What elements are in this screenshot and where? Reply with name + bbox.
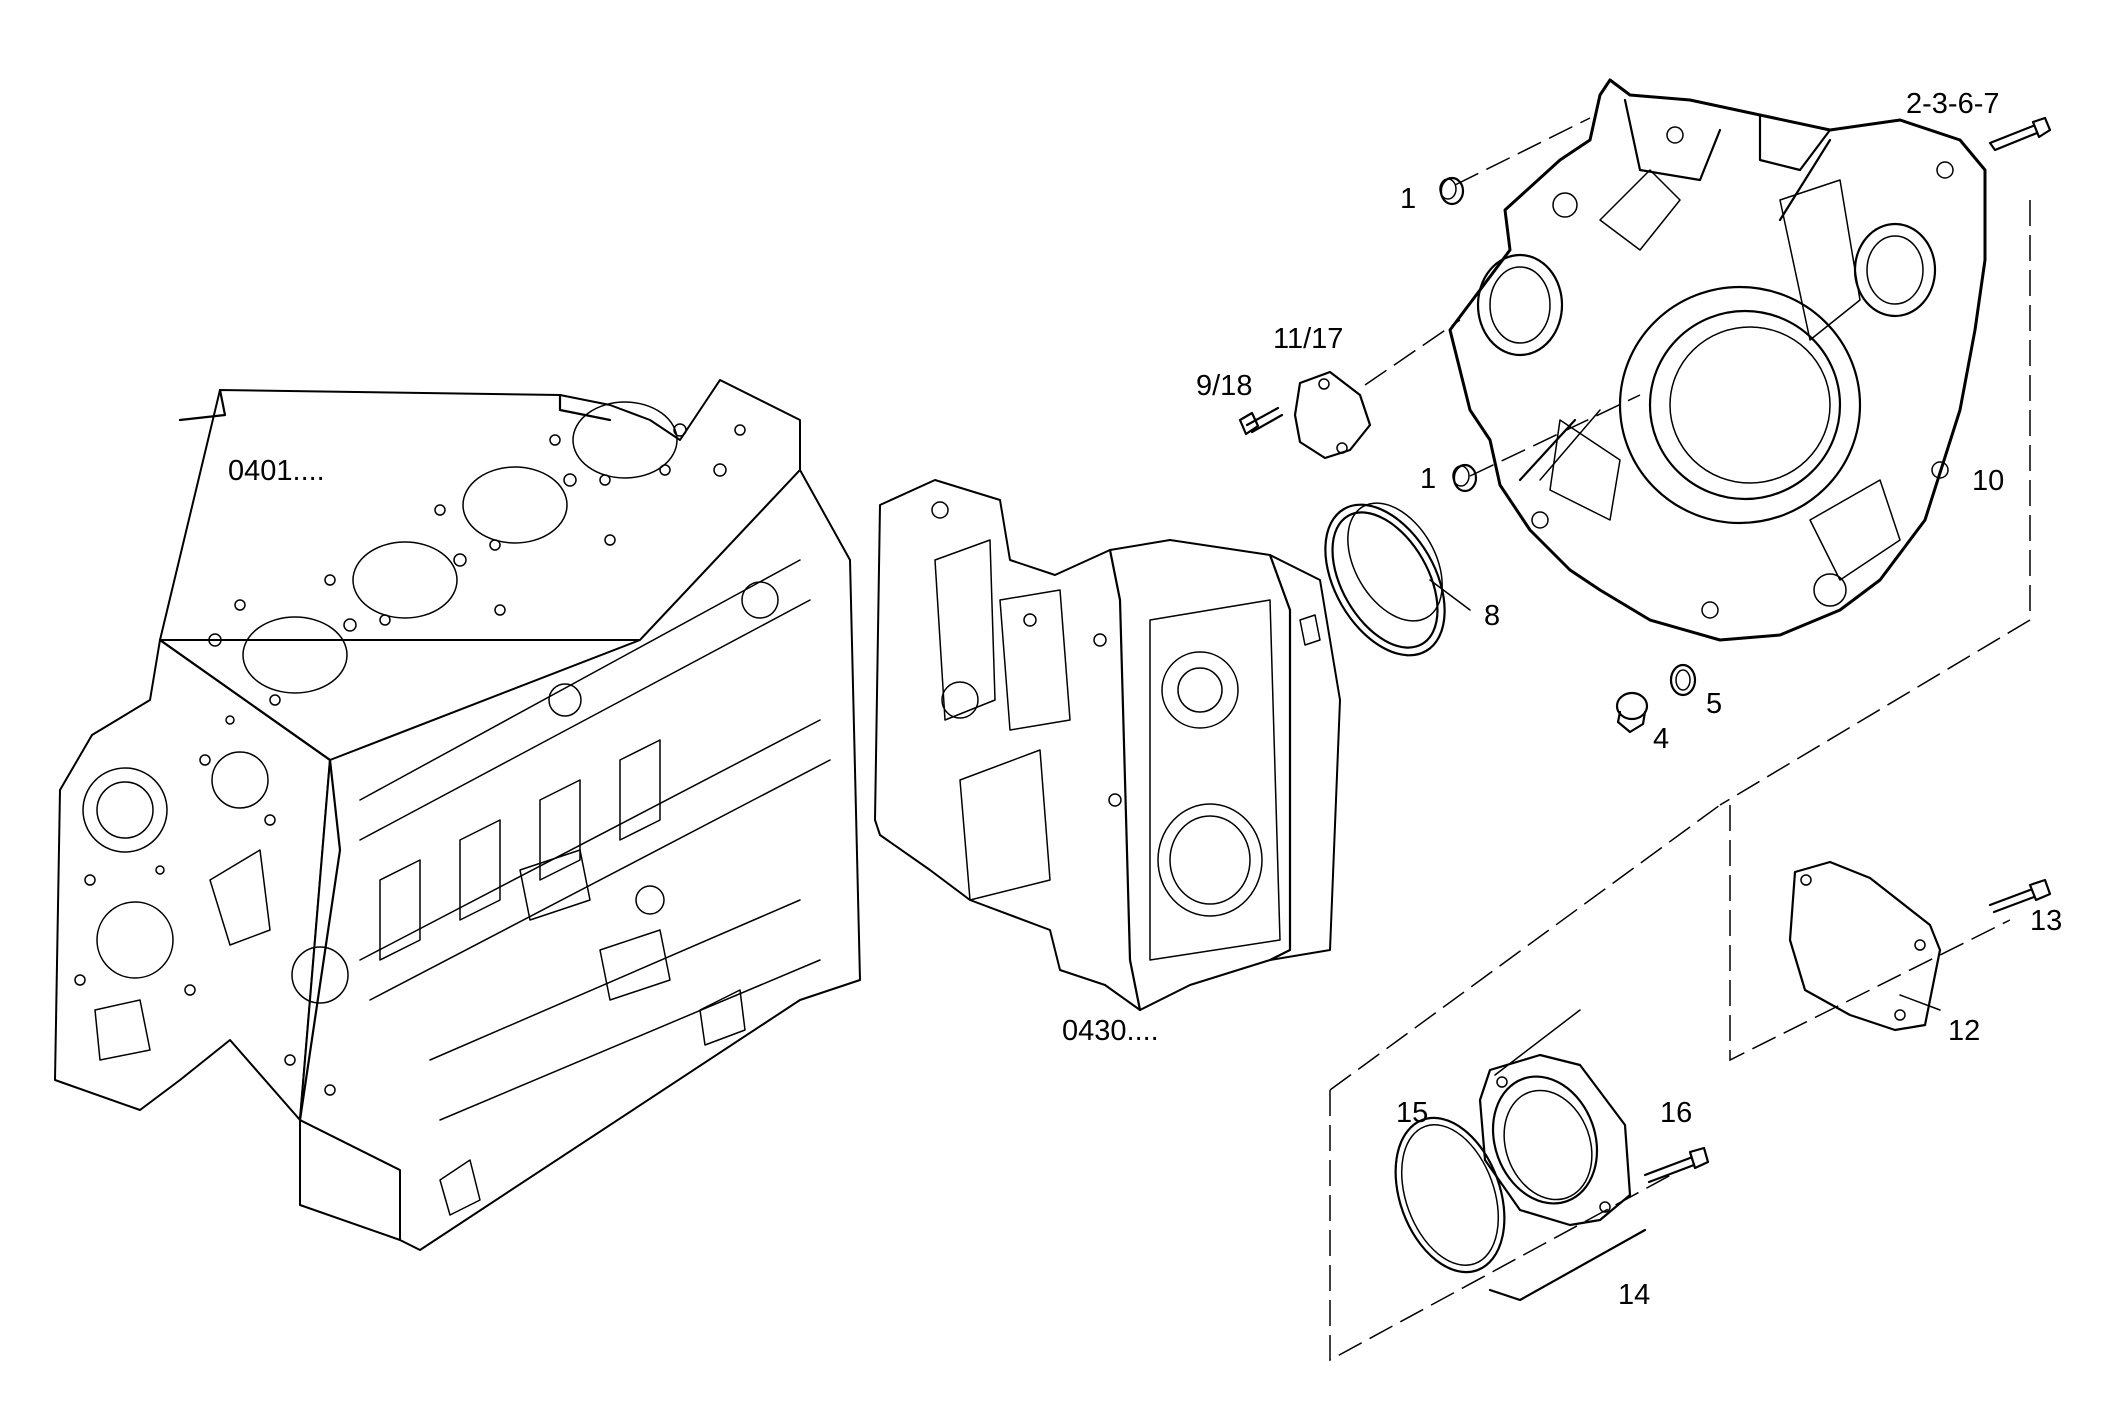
label-9-18: 9/18 [1196,370,1252,402]
bolt-2-3-6-7 [1988,116,2052,152]
label-14: 14 [1618,1279,1650,1311]
timing-housing [874,479,1341,1012]
label-16: 16 [1660,1097,1692,1129]
flywheel-housing [1448,78,1987,642]
seal-ring-8 [1324,502,1446,657]
label-cover-ref: 0430.... [1062,1015,1159,1047]
label-11-17: 11/17 [1273,323,1343,355]
label-12: 12 [1948,1015,1980,1047]
cover-plate-11-17 [1293,370,1372,460]
plug-4 [1615,691,1649,734]
label-8: 8 [1484,600,1500,632]
label-1-mid: 1 [1420,463,1436,495]
label-15: 15 [1396,1097,1428,1129]
bolt-16 [1643,1146,1710,1184]
label-1-top: 1 [1400,183,1416,215]
bolt-13 [1988,878,2052,914]
assembly-guides [1329,117,2031,1362]
engine-block [54,379,861,1251]
o-ring-15 [1394,1116,1506,1274]
plug-1-mid [1452,463,1478,493]
label-13: 13 [2030,905,2062,937]
label-10: 10 [1972,465,2004,497]
label-block-ref: 0401.... [228,455,325,487]
seal-carrier-14 [1478,1053,1632,1227]
cover-plate-12 [1788,860,1942,1032]
bolt-9-18 [1238,406,1284,436]
label-2-3-6-7: 2-3-6-7 [1906,88,2000,120]
washer-5 [1669,663,1697,697]
label-4: 4 [1653,723,1669,755]
label-5: 5 [1706,688,1722,720]
plug-1-top [1439,176,1465,206]
